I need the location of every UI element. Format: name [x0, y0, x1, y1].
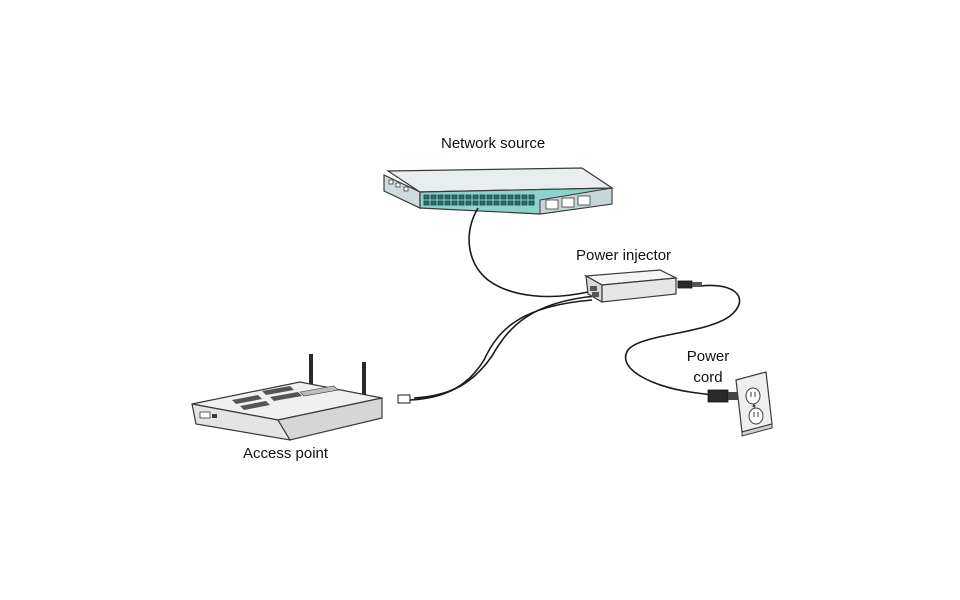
network-switch [383, 167, 614, 215]
switch-ports [423, 194, 535, 206]
power-injector-label: Power injector [576, 247, 672, 264]
power-cord-label: Power cord [680, 346, 736, 388]
access-point-device [191, 354, 383, 441]
wall-outlet [707, 371, 773, 437]
rj45-connector [397, 394, 411, 404]
power-cord [624, 284, 741, 397]
power-cord-label-line1: Power [686, 348, 730, 365]
network-cable [468, 207, 589, 298]
network-source-label: Network source [441, 135, 546, 152]
power-cord-label-line2: cord [693, 369, 723, 386]
access-point-label: Access point [243, 445, 329, 462]
power-injector-device [583, 269, 702, 304]
access-point-cable [409, 295, 597, 401]
